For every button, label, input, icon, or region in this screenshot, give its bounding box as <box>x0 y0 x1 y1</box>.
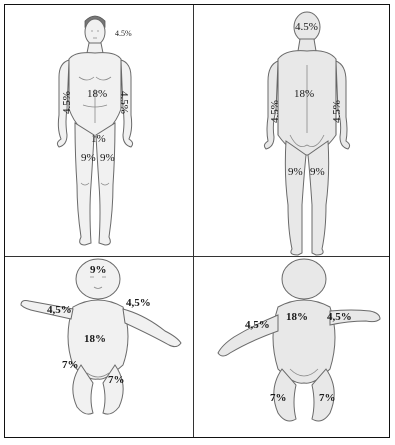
infant-back-right-leg-label: 7% <box>319 393 336 404</box>
infant-back-left-leg-label: 7% <box>270 393 287 404</box>
infant-back-figure <box>194 257 389 437</box>
infant-front-left-arm-label: 4,5% <box>47 305 72 316</box>
adult-front-left-leg-label: 9% <box>81 153 96 164</box>
adult-back-left-leg-label: 9% <box>288 167 303 178</box>
infant-back-trunk-label: 18% <box>286 312 308 323</box>
infant-front-left-leg-label: 7% <box>62 360 79 371</box>
adult-back-left-arm-label: 4.5% <box>270 100 281 123</box>
adult-back-trunk-label: 18% <box>294 89 314 100</box>
adult-back-right-arm-label: 4.5% <box>332 100 343 123</box>
panel-infant-back: 4,5% 18% 4,5% 7% 7% <box>194 257 389 437</box>
adult-front-genitals-label: 1% <box>91 134 106 145</box>
panel-adult-back: 4.5% 4.5% 18% 4.5% 9% 9% <box>194 5 389 256</box>
panel-adult-front: 4.5% 4.5% 18% 4.5% 1% 9% 9% <box>5 5 193 256</box>
infant-front-figure <box>5 257 193 437</box>
infant-front-right-arm-label: 4,5% <box>126 298 151 309</box>
adult-back-head-label: 4.5% <box>295 22 318 33</box>
infant-front-trunk-label: 18% <box>84 334 106 345</box>
adult-front-head-label: 4.5% <box>115 30 132 38</box>
infant-front-right-leg-label: 7% <box>108 375 125 386</box>
infant-back-left-arm-label: 4,5% <box>245 320 270 331</box>
adult-front-right-leg-label: 9% <box>100 153 115 164</box>
adult-front-figure <box>5 5 193 256</box>
adult-front-left-arm-label: 4.5% <box>62 91 73 114</box>
adult-back-figure <box>194 5 389 256</box>
infant-front-head-label: 9% <box>90 265 107 276</box>
adult-back-right-leg-label: 9% <box>310 167 325 178</box>
adult-front-right-arm-label: 4.5% <box>118 91 129 114</box>
infant-back-right-arm-label: 4,5% <box>327 312 352 323</box>
adult-front-trunk-label: 18% <box>87 89 107 100</box>
panel-infant-front: 9% 4,5% 4,5% 18% 7% 7% <box>5 257 193 437</box>
